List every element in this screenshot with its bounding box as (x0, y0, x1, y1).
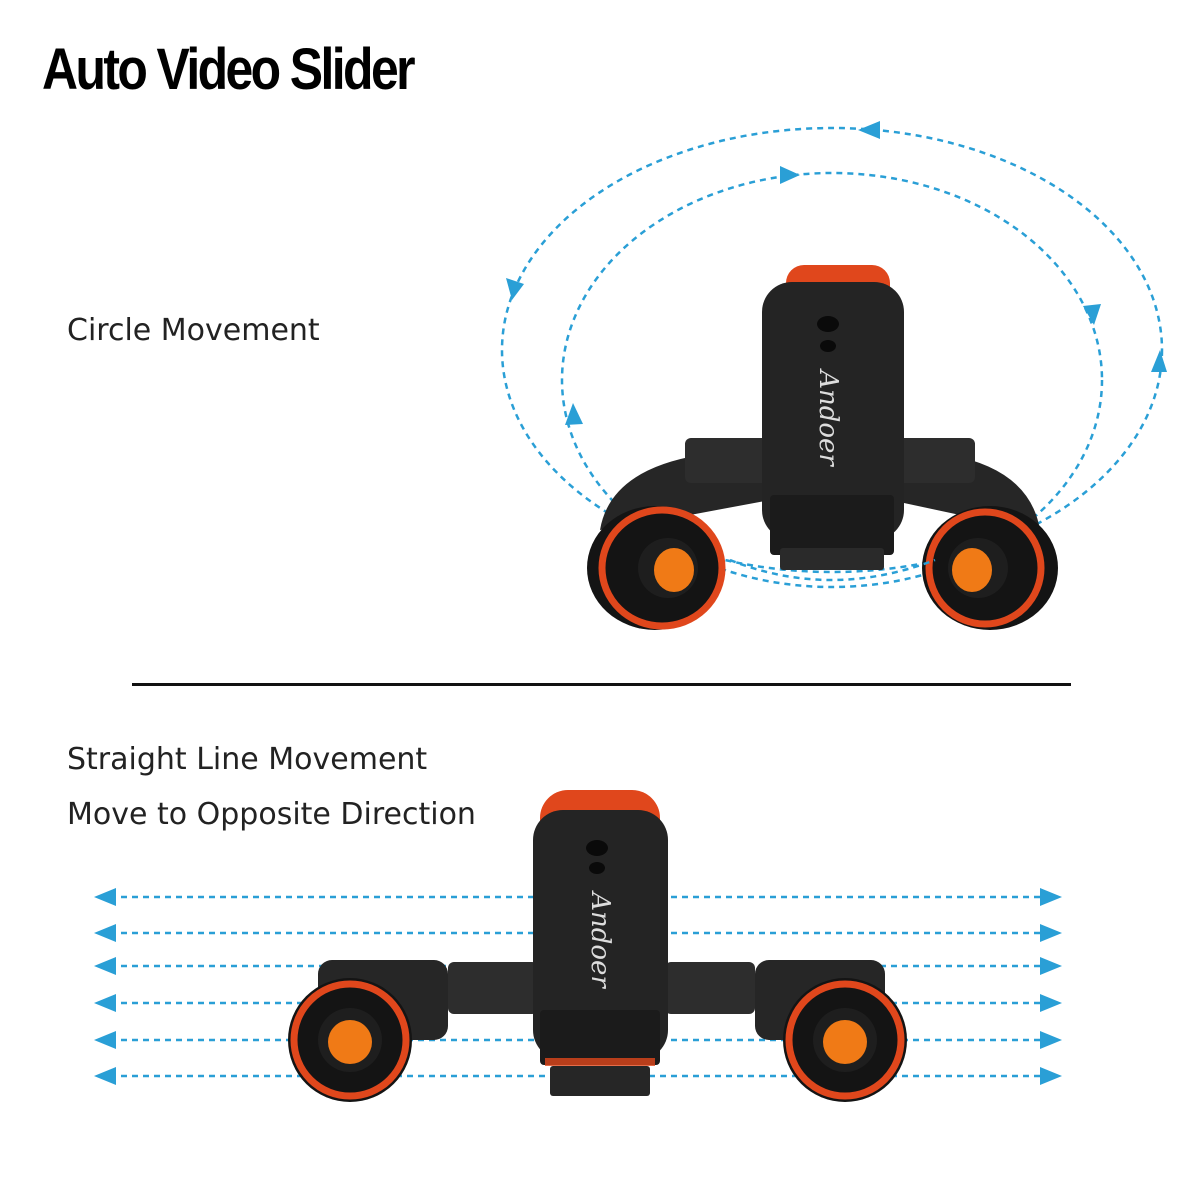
straight-line-movement-label: Straight Line Movement (67, 742, 428, 777)
dashed-arrow-icon (94, 924, 116, 942)
opposite-direction-label: Move to Opposite Direction (67, 797, 476, 832)
dashed-arrow-icon (1040, 1031, 1062, 1049)
dashed-arrow-icon (1040, 888, 1062, 906)
page-title: Auto Video Slider (42, 37, 416, 102)
section-divider (132, 683, 1071, 686)
motorized-dolly-bottom: Andoer (288, 790, 907, 1102)
brand-logo-top: Andoer (813, 368, 843, 467)
circle-movement-label: Circle Movement (67, 313, 320, 348)
dashed-arrow-icon (1040, 957, 1062, 975)
circular-motion-arrows-icon (500, 126, 1164, 589)
dashed-arrow-icon (94, 957, 116, 975)
motorized-dolly-top: Andoer (587, 265, 1058, 630)
dashed-arrow-icon (94, 1067, 116, 1085)
dashed-arrow-icon (94, 888, 116, 906)
dashed-arrow-icon (94, 1031, 116, 1049)
brand-logo-bottom: Andoer (585, 890, 615, 989)
dashed-arrow-icon (506, 121, 1167, 425)
dashed-arrow-icon (1040, 1067, 1062, 1085)
dashed-arrow-icon (94, 994, 116, 1012)
dashed-arrow-icon (1040, 994, 1062, 1012)
dashed-arrow-icon (1040, 924, 1062, 942)
